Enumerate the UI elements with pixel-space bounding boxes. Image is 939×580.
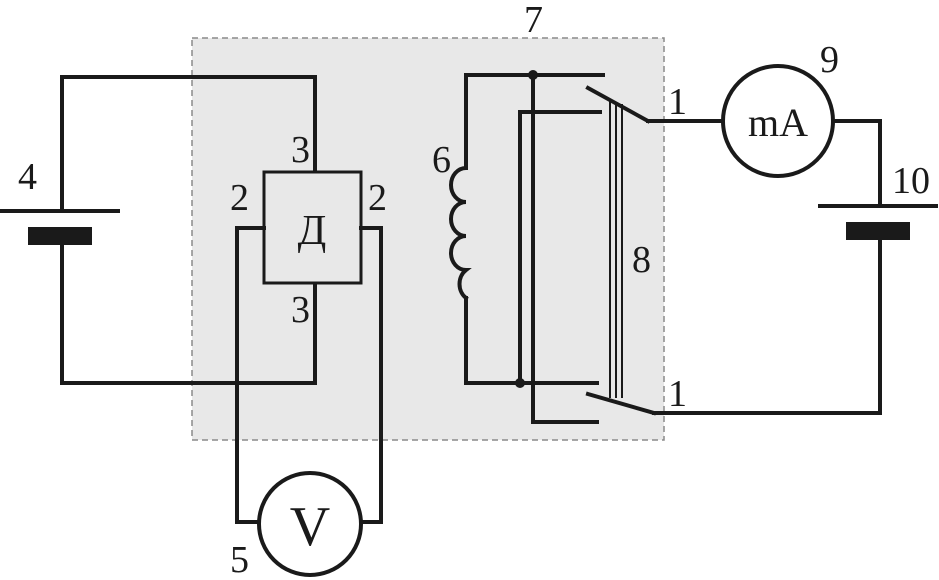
label-contact-bar: 8 <box>632 239 651 281</box>
relay-coil <box>449 73 535 385</box>
label-sensor-bottom: 3 <box>291 289 310 331</box>
wire-sensor-left-to-voltmeter <box>235 226 266 524</box>
left-battery <box>0 209 120 245</box>
contact-bar <box>609 100 623 398</box>
voltmeter <box>257 471 363 577</box>
wire-sensor-right-to-voltmeter <box>359 226 383 524</box>
label-sensor-right: 2 <box>368 177 387 219</box>
label-relay-box: 7 <box>524 0 543 41</box>
wire-milliammeter-to-battery <box>831 119 882 208</box>
label-coil: 6 <box>432 139 451 181</box>
wire-battery-to-sensor-bottom <box>60 243 317 385</box>
wire-battery-to-contact <box>652 238 882 415</box>
milliammeter-symbol: mA <box>748 100 808 145</box>
label-battery-left: 4 <box>18 156 37 198</box>
voltmeter-symbol: V <box>290 496 330 558</box>
milliammeter <box>721 64 835 178</box>
label-sensor-left: 2 <box>230 177 249 219</box>
label-contact-top: 1 <box>668 81 687 123</box>
sensor-symbol: Д <box>298 208 327 254</box>
label-sensor-top: 3 <box>291 129 310 171</box>
label-voltmeter: 5 <box>230 539 249 580</box>
right-battery <box>818 204 938 240</box>
wire-battery-to-sensor-top <box>60 75 317 213</box>
label-milliammeter: 9 <box>820 39 839 81</box>
label-battery-right: 10 <box>892 160 930 202</box>
relay-contacts <box>515 70 657 424</box>
label-contact-bottom: 1 <box>668 373 687 415</box>
